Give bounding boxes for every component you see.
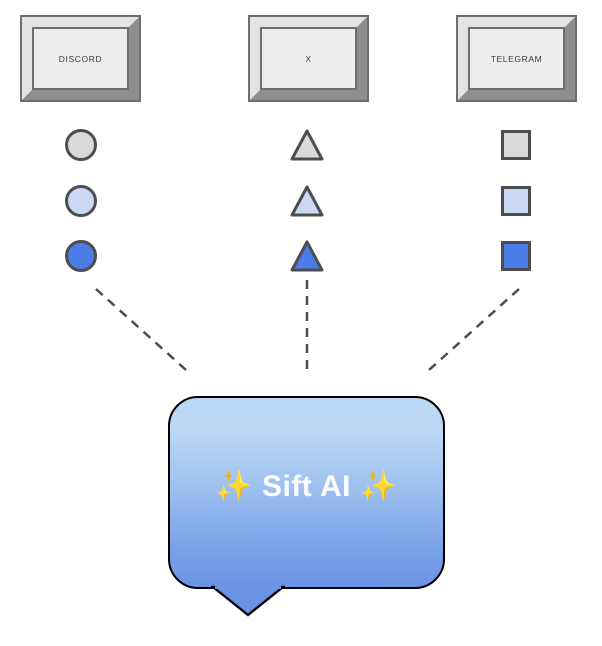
- triangle-marker: [290, 129, 324, 161]
- square-marker: [501, 130, 531, 160]
- sift-ai-bubble-tail: [211, 584, 285, 617]
- source-box-x-label: X: [305, 53, 312, 64]
- square-marker: [501, 241, 531, 271]
- source-box-discord-label: DISCORD: [58, 53, 103, 64]
- connector-telegram: [428, 288, 520, 371]
- source-box-discord[interactable]: DISCORD: [20, 15, 141, 102]
- triangle-marker: [290, 240, 324, 272]
- connector-discord: [95, 288, 187, 371]
- source-box-telegram[interactable]: TELEGRAM: [456, 15, 577, 102]
- sift-ai-bubble[interactable]: ✨ Sift AI ✨: [168, 396, 445, 589]
- triangle-marker: [290, 185, 324, 217]
- source-box-x-face: X: [260, 27, 357, 90]
- source-box-telegram-label: TELEGRAM: [490, 53, 543, 64]
- circle-marker: [65, 240, 97, 272]
- sift-ai-bubble-label: ✨ Sift AI ✨: [215, 470, 398, 503]
- source-box-discord-face: DISCORD: [32, 27, 129, 90]
- circle-marker: [65, 185, 97, 217]
- square-marker: [501, 186, 531, 216]
- circle-marker: [65, 129, 97, 161]
- source-box-x[interactable]: X: [248, 15, 369, 102]
- source-box-telegram-face: TELEGRAM: [468, 27, 565, 90]
